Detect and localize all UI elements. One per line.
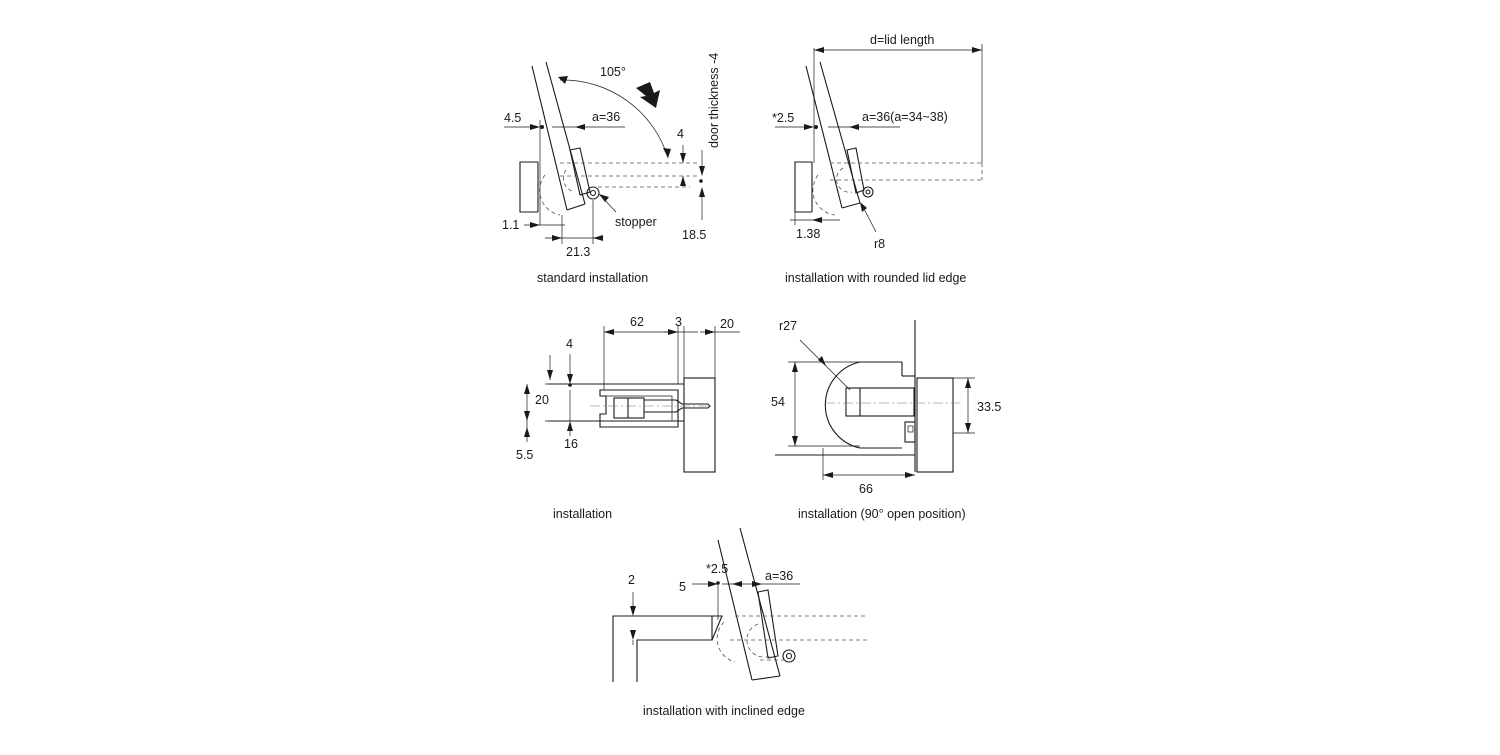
dim-20-left: 20 xyxy=(535,393,549,407)
r27-label: r27 xyxy=(779,319,797,333)
door-thickness-label: door thickness -4 xyxy=(707,53,721,148)
dim-a: a=36 xyxy=(592,110,620,124)
caption-installation: installation xyxy=(553,507,612,521)
dim-54: 54 xyxy=(771,395,785,409)
standard-installation-view: 105° 4.5 a=36 4 door thickness -4 18.5 1… xyxy=(502,53,721,285)
closing-direction-arrow xyxy=(636,82,660,108)
caption-standard: standard installation xyxy=(537,271,648,285)
dim-1-38: 1.38 xyxy=(796,227,820,241)
dim-a: a=36 xyxy=(765,569,793,583)
dim-5: 5 xyxy=(679,580,686,594)
r8-label: r8 xyxy=(874,237,885,251)
dim-33-5: 33.5 xyxy=(977,400,1001,414)
caption-rounded: installation with rounded lid edge xyxy=(785,271,966,285)
dim-20-top: 20 xyxy=(720,317,734,331)
dim-2-5: *2.5 xyxy=(706,562,728,576)
caption-open90: installation (90° open position) xyxy=(798,507,966,521)
stopper-label: stopper xyxy=(615,215,657,229)
open-90-view: r27 54 33.5 66 installation (90° open po… xyxy=(771,319,1001,521)
lid-length-label: d=lid length xyxy=(870,33,934,47)
angle-label: 105° xyxy=(600,65,626,79)
installation-view: 62 3 20 4 16 20 5.5 installation xyxy=(516,315,740,521)
dim-16: 16 xyxy=(564,437,578,451)
dim-3: 3 xyxy=(675,315,682,329)
dim-4: 4 xyxy=(677,127,684,141)
dim-4-5: 4.5 xyxy=(504,111,521,125)
caption-inclined: installation with inclined edge xyxy=(643,704,805,718)
dim-62: 62 xyxy=(630,315,644,329)
dim-2: 2 xyxy=(628,573,635,587)
rounded-edge-view: d=lid length *2.5 a=36(a=34~38) 1.38 r8 … xyxy=(772,33,983,285)
dim-21-3: 21.3 xyxy=(566,245,590,259)
dim-2-5: *2.5 xyxy=(772,111,794,125)
dim-a-range: a=36(a=34~38) xyxy=(862,110,948,124)
dim-5-5: 5.5 xyxy=(516,448,533,462)
dim-18-5: 18.5 xyxy=(682,228,706,242)
dim-1-1: 1.1 xyxy=(502,218,519,232)
inclined-edge-view: 2 5 *2.5 a=36 installation with inclined… xyxy=(612,527,868,718)
dim-66: 66 xyxy=(859,482,873,496)
dim-4: 4 xyxy=(566,337,573,351)
